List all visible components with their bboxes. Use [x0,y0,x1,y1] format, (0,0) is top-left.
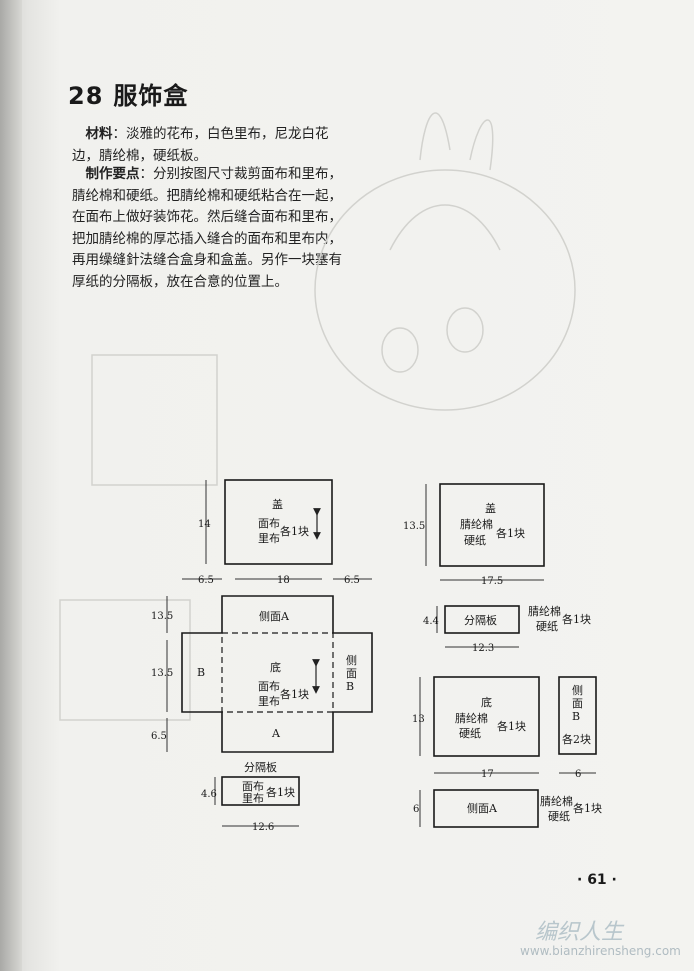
lid-side-left: 6.5 [198,575,214,586]
right-side-b-l1: 侧 [572,684,583,697]
materials-paragraph: 材料：淡雅的花布，白色里布，尼龙白花边，腈纶棉，硬纸板。 [72,124,344,167]
right-side-a-rect [433,789,539,828]
body-height-3: 6.5 [151,731,167,742]
right-side-a-qty: 各1块 [573,801,602,815]
body-side-a-top: 侧面A [259,610,290,623]
body-side-b-left: B [197,666,205,679]
right-divider-qty: 各1块 [562,612,591,626]
right-lid-rect [439,483,545,567]
body-side-a-bottom: A [271,727,281,740]
lid-layer2: 里布 [258,532,280,545]
lid-height: 14 [198,519,211,530]
right-bottom-mat1: 腈纶棉 [455,711,488,725]
lid-width: 18 [277,575,290,586]
watermark-brand: 编织人生 [535,920,624,945]
body-height-2: 13.5 [151,668,173,679]
right-divider-mat2: 硬纸 [536,620,558,633]
watermark-url: www.bianzhirensheng.com [520,944,681,958]
right-divider-mat1: 腈纶棉 [528,604,561,618]
lid-name: 盖 [272,497,283,511]
method-paragraph: 制作要点：分别按图尺寸裁剪面布和里布，腈纶棉和硬纸。把腈纶棉和硬纸粘合在一起，在… [72,164,346,293]
right-side-a-name: 侧面A [467,802,498,815]
page-number: · 61 · [577,872,617,888]
right-side-a-mat2: 硬纸 [548,810,570,823]
right-side-b-width: 6 [575,769,581,780]
materials-label: 材料 [85,126,113,142]
right-side-a-height: 6 [413,804,419,815]
divider-layer2: 里布 [242,792,264,805]
lid-qty: 各1块 [280,524,309,538]
divider-layer1: 面布 [242,780,264,793]
right-lid-mat2: 硬纸 [464,534,486,547]
right-lid-height: 13.5 [403,521,425,532]
right-side-b-rect [558,676,597,755]
right-bottom-name: 底 [481,695,492,709]
right-side-b-l2: 面 [572,697,583,710]
right-side-a-mat1: 腈纶棉 [540,794,573,808]
page-title: 28 服饰盒 [68,76,188,111]
left-diagram [181,479,373,806]
body-side-b-right-2: 面 [346,667,357,680]
right-bottom-height: 13 [412,714,425,725]
left-labels: 盖 面布 里布 各1块 14 6.5 18 6.5 侧面A B 侧 面 B 底 … [151,497,360,833]
lid-side-right: 6.5 [344,575,360,586]
body-layer1: 面布 [258,680,280,693]
right-side-b-qty: 各2块 [562,732,591,746]
right-divider-width: 12.3 [472,643,494,654]
right-divider-rect [444,605,520,634]
right-lid-width: 17.5 [481,576,503,587]
method-label: 制作要点 [85,166,140,182]
right-bottom-mat2: 硬纸 [459,727,481,740]
right-lid-name: 盖 [485,501,496,515]
right-bottom-qty: 各1块 [497,719,526,733]
right-diagram [433,483,597,828]
body-layer2: 里布 [258,695,280,708]
book-spine-shadow [0,0,22,971]
left-dimension-lines [166,480,372,827]
body-height-1: 13.5 [151,611,173,622]
right-divider-name: 分隔板 [464,613,497,627]
divider-width: 12.6 [252,822,274,833]
body-side-b-right-3: B [346,680,354,693]
divider-title: 分隔板 [244,760,277,774]
materials-text: ：淡雅的花布，白色里布，尼龙白花边，腈纶棉，硬纸板。 [72,126,329,164]
divider-qty: 各1块 [266,785,295,799]
divider-height: 4.6 [201,789,217,800]
right-bottom-width: 17 [481,769,494,780]
project-title: 服饰盒 [113,82,189,110]
body-fold-lines [221,632,334,713]
lid-layer1: 面布 [258,517,280,530]
divider-rect [221,776,300,806]
faint-background-sketch [59,112,576,721]
body-bottom: 底 [270,660,281,674]
right-labels: 盖 腈纶棉 硬纸 各1块 13.5 17.5 分隔板 4.4 12.3 腈纶棉 … [403,501,602,823]
project-number: 28 [68,82,104,110]
body-side-b-right-1: 侧 [346,654,357,667]
right-side-b-l3: B [572,710,580,723]
right-lid-mat1: 腈纶棉 [460,517,493,531]
right-divider-height: 4.4 [423,616,439,627]
body-qty: 各1块 [280,687,309,701]
right-dimension-lines [419,484,596,827]
lid-rect [224,479,333,565]
right-lid-qty: 各1块 [496,526,525,540]
right-bottom-rect [433,676,540,757]
method-text: ：分别按图尺寸裁剪面布和里布，腈纶棉和硬纸。把腈纶棉和硬纸粘合在一起，在面布上做… [72,166,342,290]
